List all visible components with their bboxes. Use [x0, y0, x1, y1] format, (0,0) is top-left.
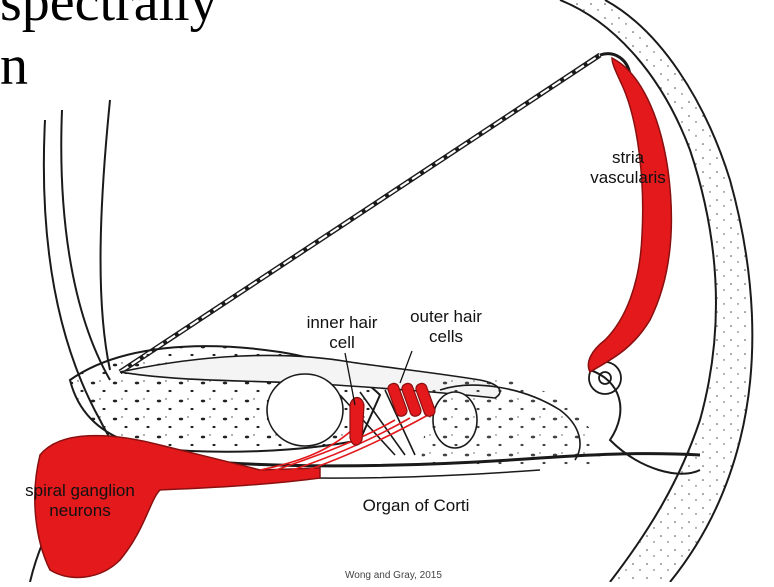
label-outer-line2: cells — [398, 327, 494, 347]
inner-hair-cell — [350, 398, 364, 446]
label-outer-hair-cells: outer hair cells — [398, 307, 494, 347]
label-spiral-ganglion-neurons: spiral ganglion neurons — [10, 481, 150, 521]
label-inner-line1: inner hair — [294, 313, 390, 333]
label-stria-vascularis: stria vascularis — [582, 148, 674, 188]
label-stria-line2: vascularis — [582, 168, 674, 188]
label-inner-line2: cell — [294, 333, 390, 353]
image-credit: Wong and Gray, 2015 — [345, 570, 442, 581]
label-spiral-line1: spiral ganglion — [10, 481, 150, 501]
label-inner-hair-cell: inner hair cell — [294, 313, 390, 353]
stria-vascularis — [588, 58, 671, 372]
slide-heading-line1: spectrally — [0, 0, 218, 30]
label-outer-line1: outer hair — [398, 307, 494, 327]
label-stria-line1: stria — [582, 148, 674, 168]
spiral-ligament — [590, 370, 700, 474]
slide-heading-line2: n — [0, 38, 28, 94]
label-spiral-line2: neurons — [10, 501, 150, 521]
label-organ-of-corti: Organ of Corti — [346, 496, 486, 516]
